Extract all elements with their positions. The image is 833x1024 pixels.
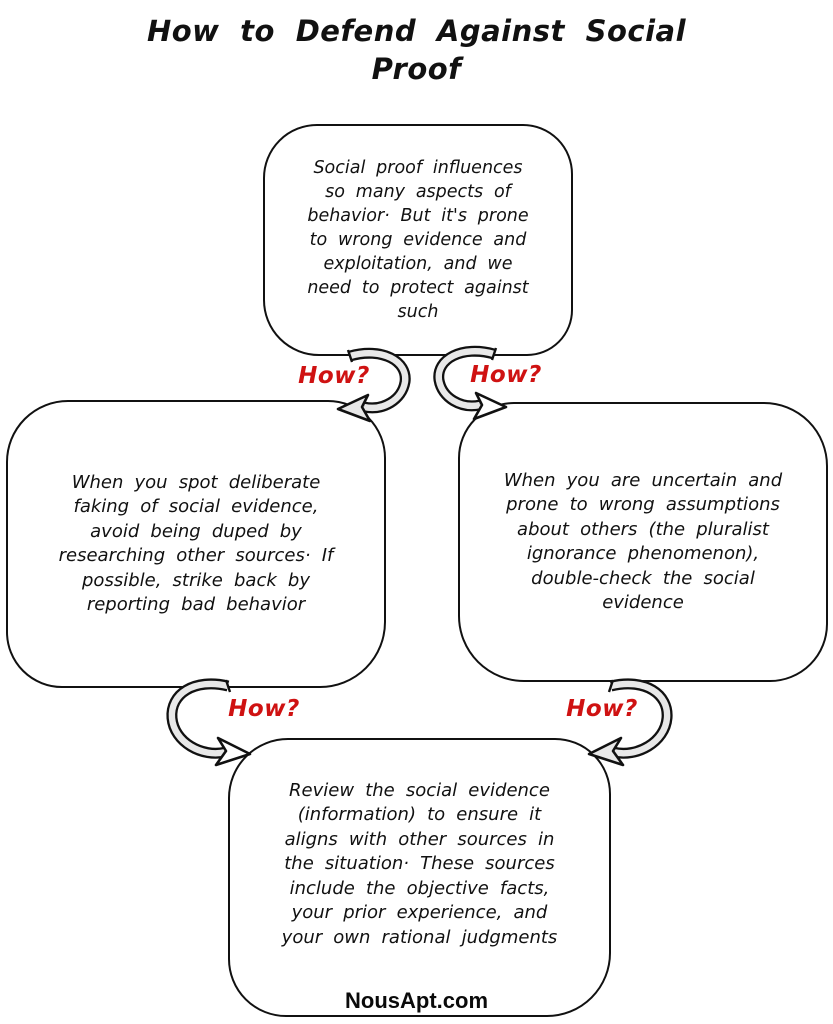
flow-node-right-text: When you are uncertain and prone to wron… — [504, 469, 782, 616]
node-text-line: faking of social evidence, — [73, 496, 319, 517]
node-text-line: possible, strike back by — [82, 569, 310, 591]
node-text-line: your prior experience, and — [291, 902, 548, 924]
node-text-line: the situation· These sources — [284, 853, 555, 875]
curved-arrow-top-to-left-icon — [336, 347, 411, 423]
page-title-line-1: How to Defend Against Social — [146, 14, 687, 48]
footer-brand: NousApt.com — [337, 988, 496, 1014]
flow-node-left: When you spot deliberate faking of socia… — [6, 400, 386, 688]
node-text-line: behavior· But it's prone — [307, 206, 529, 226]
node-text-line: prone to wrong assumptions — [506, 494, 780, 515]
flow-node-bottom-text: Review the social evidence (information)… — [282, 779, 558, 977]
node-text-line: Social proof influences — [313, 158, 523, 178]
node-text-line: avoid being duped by — [90, 520, 302, 542]
node-text-line: double-check the social — [531, 567, 755, 589]
flow-node-right: When you are uncertain and prone to wron… — [458, 402, 828, 682]
node-text-line: aligns with other sources in — [284, 828, 555, 850]
node-text-line: your own rational judgments — [281, 926, 558, 948]
node-text-line: such — [397, 302, 439, 322]
node-text-line: (information) to ensure it — [297, 804, 542, 826]
flow-node-top-text: Social proof influences so many aspects … — [307, 156, 528, 324]
flow-node-bottom: Review the social evidence (information)… — [228, 738, 611, 1017]
page-title-line-2: Proof — [371, 52, 462, 86]
how-label-bottom-left: How? — [228, 696, 300, 722]
node-text-line: to wrong evidence and — [309, 230, 527, 250]
node-text-line: so many aspects of — [325, 182, 511, 202]
curved-arrow-left-to-bottom-icon — [166, 678, 252, 767]
node-text-line: reporting bad behavior — [86, 594, 306, 615]
node-text-line: ignorance phenomenon), — [526, 543, 760, 564]
node-text-line: about others (the pluralist — [517, 518, 769, 540]
node-text-line: need to protect against — [307, 278, 529, 298]
node-text-line: evidence — [602, 592, 684, 613]
footer: NousApt.com — [0, 988, 833, 1014]
page-title: How to Defend Against Social Proof — [0, 12, 833, 88]
node-text-line: exploitation, and we — [323, 254, 513, 274]
node-text-line: When you spot deliberate — [71, 471, 321, 493]
node-text-line: When you are uncertain and — [503, 469, 783, 491]
node-text-line: include the objective facts, — [289, 877, 550, 899]
node-text-line: researching other sources· If — [58, 545, 334, 566]
curved-arrow-right-to-bottom-icon — [587, 678, 673, 767]
node-text-line: Review the social evidence — [289, 779, 550, 801]
flow-node-top: Social proof influences so many aspects … — [263, 124, 573, 356]
how-label-top-right: How? — [470, 362, 542, 388]
how-label-top-left: How? — [298, 363, 370, 389]
curved-arrow-top-to-right-icon — [433, 345, 508, 421]
how-label-bottom-right: How? — [566, 696, 638, 722]
flow-node-left-text: When you spot deliberate faking of socia… — [59, 471, 334, 618]
